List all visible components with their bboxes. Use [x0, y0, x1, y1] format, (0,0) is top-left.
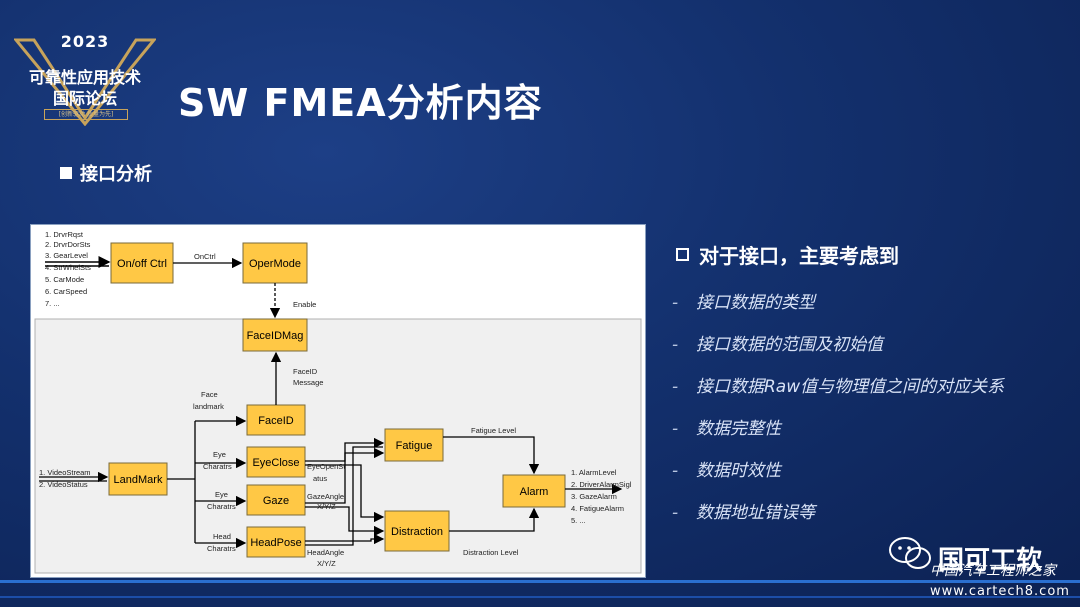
list-item: -接口数据的范围及初始值 — [672, 335, 883, 355]
block-opermode-label: OperMode — [249, 258, 301, 270]
output-signal: 3. GazeAlarm — [571, 492, 617, 501]
label-head-charatrs: Head — [213, 532, 231, 541]
wechat-icon — [889, 537, 931, 569]
label-faceid-msg: FaceID — [293, 367, 318, 376]
logo-line2: 国际论坛 — [52, 89, 117, 108]
interface-diagram: 1. DrvrRqst 2. DrvrDorSts 3. GearLevel 4… — [30, 224, 646, 578]
block-fatigue — [384, 428, 444, 462]
block-headpose-label: HeadPose — [250, 537, 301, 549]
label-enable: Enable — [293, 300, 316, 309]
block-eyeclose — [246, 446, 306, 478]
subsystem-region — [34, 318, 642, 574]
block-onoff-ctrl — [110, 242, 174, 284]
list-item: -数据地址错误等 — [672, 503, 815, 523]
block-fatigue-label: Fatigue — [396, 440, 433, 452]
label-face-landmark: Face — [201, 390, 218, 399]
label-eyeopen: atus — [313, 474, 327, 483]
block-headpose — [246, 526, 306, 558]
block-opermode — [242, 242, 308, 284]
right-heading-text: 对于接口，主要考虑到 — [699, 244, 899, 268]
input-signal: 6. CarSpeed — [45, 287, 87, 296]
block-onoff-label: On/off Ctrl — [117, 258, 167, 270]
input-signal: 3. GearLevel — [45, 251, 88, 260]
block-distraction-label: Distraction — [391, 526, 443, 538]
block-landmark-label: LandMark — [114, 474, 163, 486]
label-faceid-msg: Message — [293, 378, 323, 387]
input-signal: 5. CarMode — [45, 275, 84, 284]
list-item: -接口数据Raw值与物理值之间的对应关系 — [672, 377, 1005, 397]
section-heading-text: 接口分析 — [80, 164, 152, 185]
label-onctrl: OnCtrl — [194, 252, 216, 261]
block-gaze — [246, 484, 306, 516]
watermark-site: 中国汽车工程师之家 — [930, 563, 1056, 579]
label-gazeangle: GazeAngle — [307, 492, 344, 501]
input-signal: 4. StrWhelSts — [45, 263, 91, 272]
output-signal: 1. AlarmLevel — [571, 468, 617, 477]
block-faceidmag — [242, 318, 308, 352]
bottom-stripe-2 — [0, 596, 1080, 598]
logo-line1: 可靠性应用技术 — [28, 68, 141, 87]
logo-tagline: [创新驱动 质量为先] — [44, 109, 128, 120]
block-alarm — [502, 474, 566, 508]
input-signal: 7. ... — [45, 299, 60, 308]
label-fatigue-level: Fatigue Level — [471, 426, 516, 435]
label-eyeopen: EyeOpenSt — [307, 462, 346, 471]
block-distraction — [384, 510, 450, 552]
list-item: -接口数据的类型 — [672, 293, 815, 313]
output-signal: 4. FatigueAlarm — [571, 504, 624, 513]
list-item: -数据完整性 — [672, 419, 781, 439]
label-gazeangle: X/Y/Z — [317, 502, 336, 511]
logo-frame-icon — [14, 38, 156, 126]
bottom-stripe — [0, 580, 1080, 583]
label-headangle: X/Y/Z — [317, 559, 336, 568]
hollow-square-icon — [676, 248, 689, 261]
block-faceid-label: FaceID — [258, 415, 294, 427]
input-video: 1. VideoStream — [39, 468, 91, 477]
label-headangle: HeadAngle — [307, 548, 344, 557]
label-distraction-level: Distraction Level — [463, 548, 519, 557]
input-video: 2. VideoStatus — [39, 480, 88, 489]
block-faceidmag-label: FaceIDMag — [247, 330, 304, 342]
diagram-canvas: 1. DrvrRqst 2. DrvrDorSts 3. GearLevel 4… — [34, 230, 642, 574]
output-signal: 2. DriverAlarmSigl — [571, 480, 632, 489]
label-eye-charatrs: Eye — [215, 490, 228, 499]
block-landmark — [108, 462, 168, 496]
watermark-url: www.cartech8.com — [930, 584, 1070, 599]
label-eye-charatrs: Charatrs — [203, 462, 232, 471]
top-input-list: 1. DrvrRqst 2. DrvrDorSts 3. GearLevel 4… — [45, 230, 91, 308]
forum-logo: 2023 可靠性应用技术 国际论坛 [创新驱动 质量为先] — [14, 30, 156, 126]
slide-title: SW FMEA分析内容 — [178, 81, 543, 125]
block-alarm-label: Alarm — [520, 486, 549, 498]
input-signal: 1. DrvrRqst — [45, 230, 84, 239]
watermark-name: 国可工软 — [938, 546, 1043, 576]
label-head-charatrs: Charatrs — [207, 544, 236, 553]
logo-year: 2023 — [60, 32, 110, 51]
label-eye-charatrs: Charatrs — [207, 502, 236, 511]
section-heading: 接口分析 — [60, 160, 152, 186]
right-heading: 对于接口，主要考虑到 — [676, 240, 899, 269]
output-signal: 5. ... — [571, 516, 586, 525]
list-item: -数据时效性 — [672, 461, 781, 481]
block-eyeclose-label: EyeClose — [252, 457, 299, 469]
square-bullet-icon — [60, 167, 72, 179]
input-signal: 2. DrvrDorSts — [45, 240, 91, 249]
block-gaze-label: Gaze — [263, 495, 289, 507]
label-face-landmark: landmark — [193, 402, 224, 411]
label-eye-charatrs: Eye — [213, 450, 226, 459]
